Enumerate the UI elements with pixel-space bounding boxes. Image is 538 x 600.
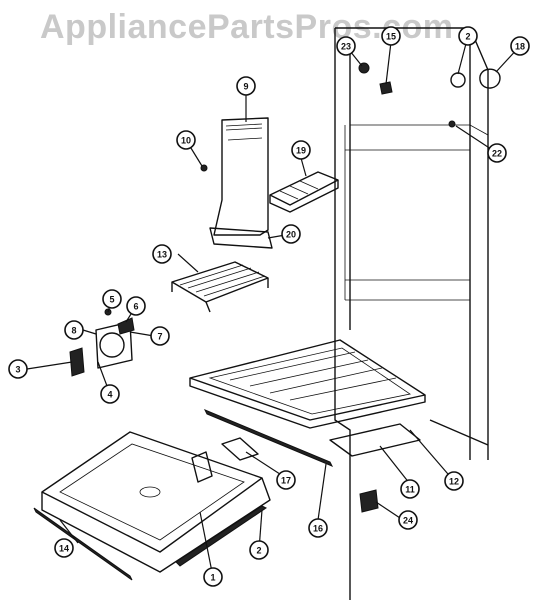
callout-label: 2 — [256, 546, 261, 556]
callout-circle — [487, 143, 507, 163]
callout-circle — [152, 244, 172, 264]
callout-9: 9 — [236, 76, 256, 96]
callout-circle — [236, 76, 256, 96]
callout-4: 4 — [100, 384, 120, 404]
rail-part — [203, 409, 334, 467]
callout-circle — [176, 130, 196, 150]
callout-label: 16 — [313, 524, 323, 534]
callout-3: 3 — [8, 359, 28, 379]
clip-part — [359, 489, 379, 513]
callout-label: 2 — [465, 32, 470, 42]
pan-rails-part — [33, 505, 267, 581]
callout-label: 3 — [15, 365, 20, 375]
callout-22: 22 — [487, 143, 507, 163]
callout-label: 9 — [243, 82, 248, 92]
callout-label: 8 — [71, 326, 76, 336]
callout-circle — [336, 36, 356, 56]
callout-circle — [400, 479, 420, 499]
callout-14: 14 — [54, 538, 74, 558]
callout-circle — [203, 567, 223, 587]
callout-label: 18 — [515, 42, 525, 52]
fan-assembly-part — [69, 308, 135, 377]
callout-circle — [64, 320, 84, 340]
ice-tray-part — [269, 171, 339, 213]
wire-shelf-part — [171, 261, 269, 313]
callout-11: 11 — [400, 479, 420, 499]
callout-20: 20 — [281, 224, 301, 244]
callout-8: 8 — [64, 320, 84, 340]
callout-12: 12 — [444, 471, 464, 491]
callout-15: 15 — [381, 26, 401, 46]
callout-17: 17 — [276, 470, 296, 490]
callout-label: 23 — [341, 42, 351, 52]
callout-2: 2 — [249, 540, 269, 560]
crisper-cover-part — [189, 339, 426, 457]
callout-label: 13 — [157, 250, 167, 260]
callout-circle — [398, 510, 418, 530]
crisper-pan-part — [41, 431, 271, 573]
callout-label: 15 — [386, 32, 396, 42]
callout-label: 4 — [107, 390, 112, 400]
callout-13: 13 — [152, 244, 172, 264]
callout-label: 1 — [210, 573, 215, 583]
callout-circle — [8, 359, 28, 379]
callout-circle — [126, 296, 146, 316]
callout-10: 10 — [176, 130, 196, 150]
air-duct-part — [209, 117, 273, 249]
callout-7: 7 — [150, 326, 170, 346]
callout-label: 20 — [286, 230, 296, 240]
callout-circle — [54, 538, 74, 558]
callout-label: 19 — [296, 146, 306, 156]
leader-lines — [26, 35, 521, 578]
callout-label: 6 — [133, 302, 138, 312]
callout-label: 11 — [405, 485, 415, 495]
callout-2: 2 — [458, 26, 478, 46]
callout-circle — [458, 26, 478, 46]
callout-circle — [308, 518, 328, 538]
callout-circle — [102, 289, 122, 309]
callout-label: 10 — [181, 136, 191, 146]
callout-1: 1 — [203, 567, 223, 587]
callout-18: 18 — [510, 36, 530, 56]
callout-label: 14 — [59, 544, 69, 554]
callout-5: 5 — [102, 289, 122, 309]
callout-circle — [291, 140, 311, 160]
callout-circle — [249, 540, 269, 560]
callout-label: 24 — [403, 516, 413, 526]
callout-label: 5 — [109, 295, 114, 305]
callout-circle — [276, 470, 296, 490]
callout-16: 16 — [308, 518, 328, 538]
callout-circle — [281, 224, 301, 244]
callout-label: 7 — [157, 332, 162, 342]
callout-label: 17 — [281, 476, 291, 486]
callout-circle — [100, 384, 120, 404]
callout-circle — [444, 471, 464, 491]
callout-circle — [150, 326, 170, 346]
callout-label: 12 — [449, 477, 459, 487]
callout-circle — [510, 36, 530, 56]
callout-19: 19 — [291, 140, 311, 160]
callout-23: 23 — [336, 36, 356, 56]
callout-6: 6 — [126, 296, 146, 316]
callout-label: 22 — [492, 149, 502, 159]
callout-24: 24 — [398, 510, 418, 530]
callout-circle — [381, 26, 401, 46]
